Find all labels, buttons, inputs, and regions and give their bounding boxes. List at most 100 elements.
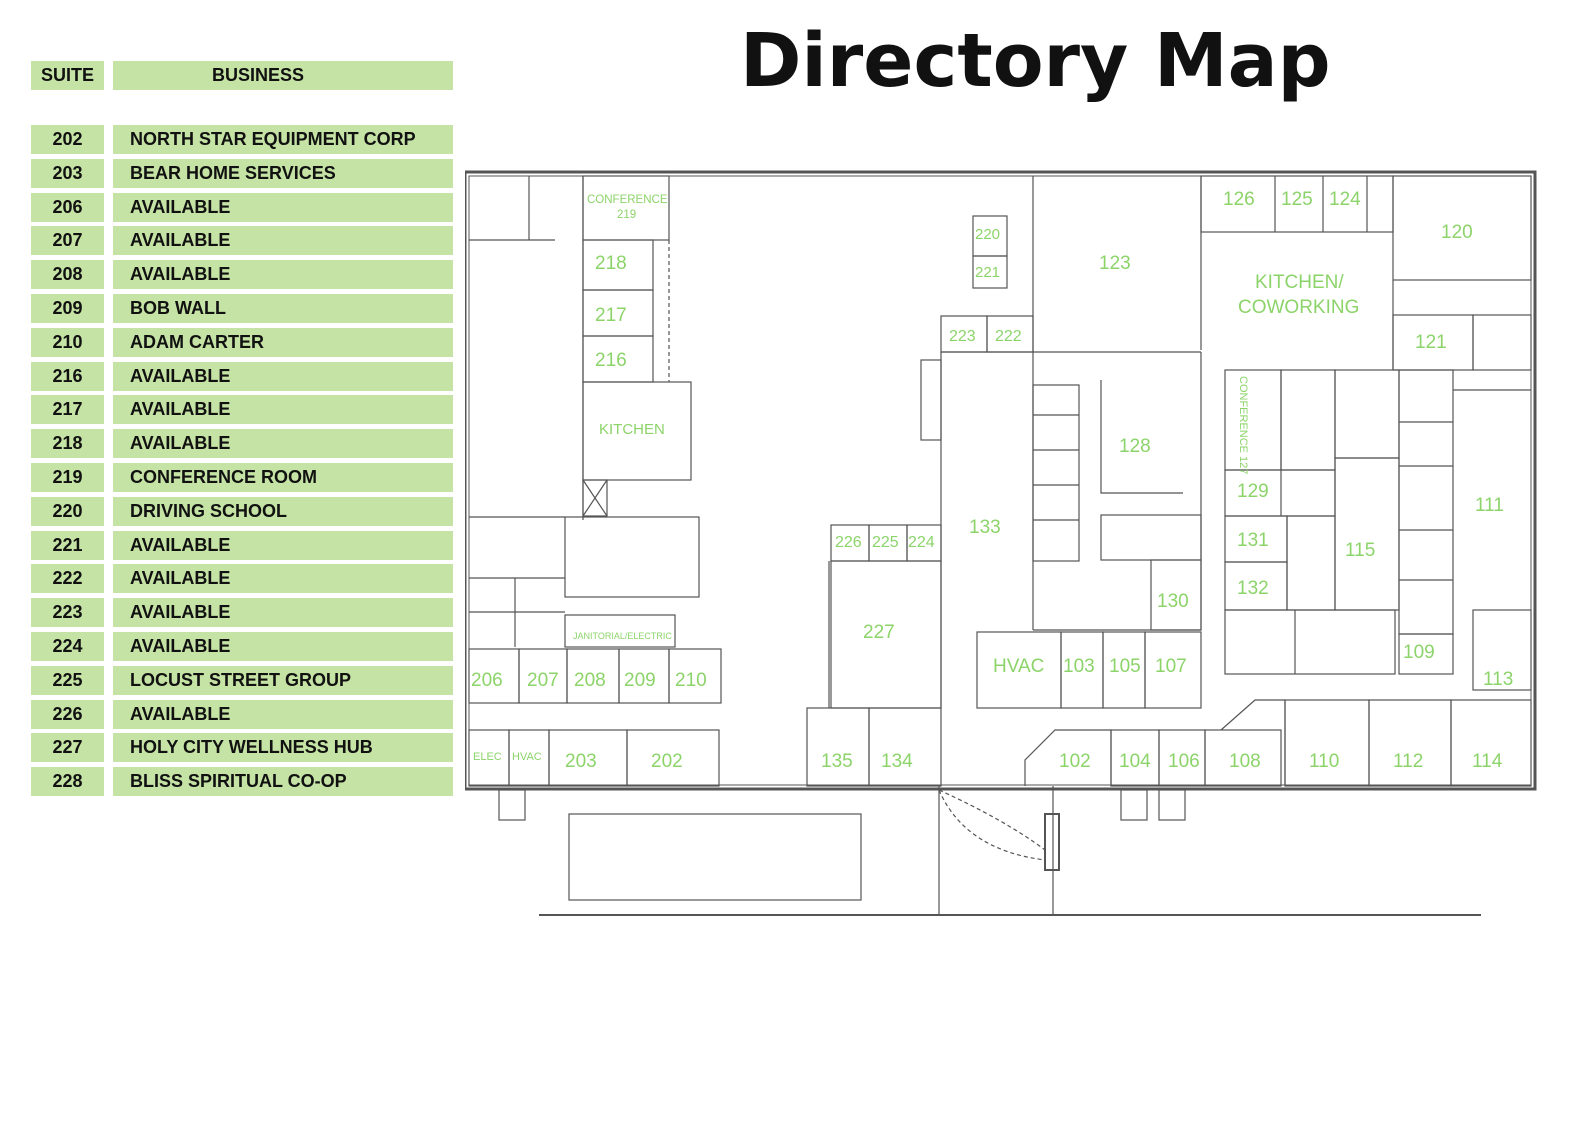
suite-cell: 216 [31, 361, 104, 391]
room-label-kitchen: KITCHEN [599, 421, 665, 438]
suite-cell: 203 [31, 158, 104, 188]
room-label-217: 217 [595, 305, 627, 326]
room-label-226: 226 [835, 534, 862, 551]
business-cell: AVAILABLE [113, 192, 453, 222]
business-cell: AVAILABLE [113, 699, 453, 729]
room-label-121: 121 [1415, 332, 1447, 353]
business-cell: AVAILABLE [113, 429, 453, 459]
suite-cell: 219 [31, 463, 104, 492]
page-title: Directory Map [740, 18, 1331, 104]
table-row: 208 AVAILABLE [31, 260, 453, 290]
suite-cell: 222 [31, 564, 104, 594]
suite-cell: 223 [31, 598, 104, 628]
room-label-131: 131 [1237, 530, 1269, 551]
business-cell: AVAILABLE [113, 598, 453, 628]
suite-cell: 217 [31, 395, 104, 425]
business-cell: AVAILABLE [113, 395, 453, 425]
business-cell: AVAILABLE [113, 632, 453, 661]
directory-header: SUITE BUSINESS [31, 61, 453, 90]
room-label-106: 106 [1168, 751, 1200, 772]
header-suite: SUITE [31, 61, 104, 90]
room-label-224: 224 [908, 534, 935, 551]
business-cell: CONFERENCE ROOM [113, 463, 453, 492]
room-label-105: 105 [1109, 656, 1141, 677]
suite-cell: 208 [31, 260, 104, 290]
room-label-102: 102 [1059, 751, 1091, 772]
room-label-120: 120 [1441, 222, 1473, 243]
suite-cell: 221 [31, 530, 104, 560]
room-label-124: 124 [1329, 189, 1361, 210]
floor-plan-svg: 218 217 216 CONFERENCE 219 KITCHEN 220 2… [463, 170, 1537, 916]
suite-cell: 210 [31, 327, 104, 357]
suite-cell: 226 [31, 699, 104, 729]
room-label-115: 115 [1345, 540, 1375, 561]
room-label-114: 114 [1472, 751, 1503, 772]
table-row: 226 AVAILABLE [31, 699, 453, 729]
table-row: 225 LOCUST STREET GROUP [31, 665, 453, 695]
room-label-107: 107 [1155, 656, 1187, 677]
floor-plan-walls [463, 170, 1537, 916]
room-label-221: 221 [975, 264, 1000, 281]
business-cell: AVAILABLE [113, 564, 453, 594]
table-row: 224 AVAILABLE [31, 632, 453, 661]
room-label-110: 110 [1309, 751, 1339, 772]
room-label-111: 111 [1475, 495, 1504, 516]
header-business: BUSINESS [113, 61, 453, 90]
room-label-103: 103 [1063, 656, 1095, 677]
room-label-113: 113 [1483, 669, 1513, 690]
business-cell: BLISS SPIRITUAL CO-OP [113, 767, 453, 797]
suite-cell: 207 [31, 226, 104, 256]
room-label-hvac-small: HVAC [512, 751, 542, 763]
table-row: 228 BLISS SPIRITUAL CO-OP [31, 767, 453, 797]
suite-cell: 220 [31, 496, 104, 526]
business-cell: AVAILABLE [113, 260, 453, 290]
room-label-hvac: HVAC [993, 656, 1044, 677]
room-label-123: 123 [1099, 253, 1131, 274]
table-row: 207 AVAILABLE [31, 226, 453, 256]
room-label-206: 206 [471, 670, 503, 691]
room-label-108: 108 [1229, 751, 1261, 772]
table-row: 217 AVAILABLE [31, 395, 453, 425]
room-label-conference-219: CONFERENCE [587, 194, 668, 206]
suite-cell: 227 [31, 733, 104, 763]
business-cell: BEAR HOME SERVICES [113, 158, 453, 188]
room-label-128: 128 [1119, 436, 1151, 457]
room-label-218: 218 [595, 253, 627, 274]
suite-cell: 228 [31, 767, 104, 797]
room-label-126: 126 [1223, 189, 1255, 210]
room-label-202: 202 [651, 751, 683, 772]
suite-cell: 209 [31, 294, 104, 323]
room-label-coworking: COWORKING [1238, 297, 1359, 318]
room-label-219: 219 [617, 209, 636, 221]
room-label-222: 222 [995, 328, 1022, 345]
room-label-109: 109 [1403, 642, 1435, 663]
room-label-134: 134 [881, 751, 913, 772]
room-label-210: 210 [675, 670, 707, 691]
business-cell: ADAM CARTER [113, 327, 453, 357]
room-label-216: 216 [595, 350, 627, 371]
room-label-132: 132 [1237, 578, 1269, 599]
suite-cell: 225 [31, 665, 104, 695]
table-row: 223 AVAILABLE [31, 598, 453, 628]
room-label-elec: ELEC [473, 751, 502, 763]
business-cell: LOCUST STREET GROUP [113, 665, 453, 695]
table-row: 222 AVAILABLE [31, 564, 453, 594]
business-cell: DRIVING SCHOOL [113, 496, 453, 526]
room-label-janitorial: JANITORIAL/ELECTRIC [573, 631, 672, 641]
room-label-227: 227 [863, 622, 895, 643]
room-label-203: 203 [565, 751, 597, 772]
floor-plan: 218 217 216 CONFERENCE 219 KITCHEN 220 2… [463, 160, 1585, 940]
room-label-104: 104 [1119, 751, 1151, 772]
room-label-223: 223 [949, 328, 976, 345]
room-label-130: 130 [1157, 591, 1189, 612]
room-label-135: 135 [821, 751, 853, 772]
suite-cell: 224 [31, 632, 104, 661]
business-cell: AVAILABLE [113, 226, 453, 256]
